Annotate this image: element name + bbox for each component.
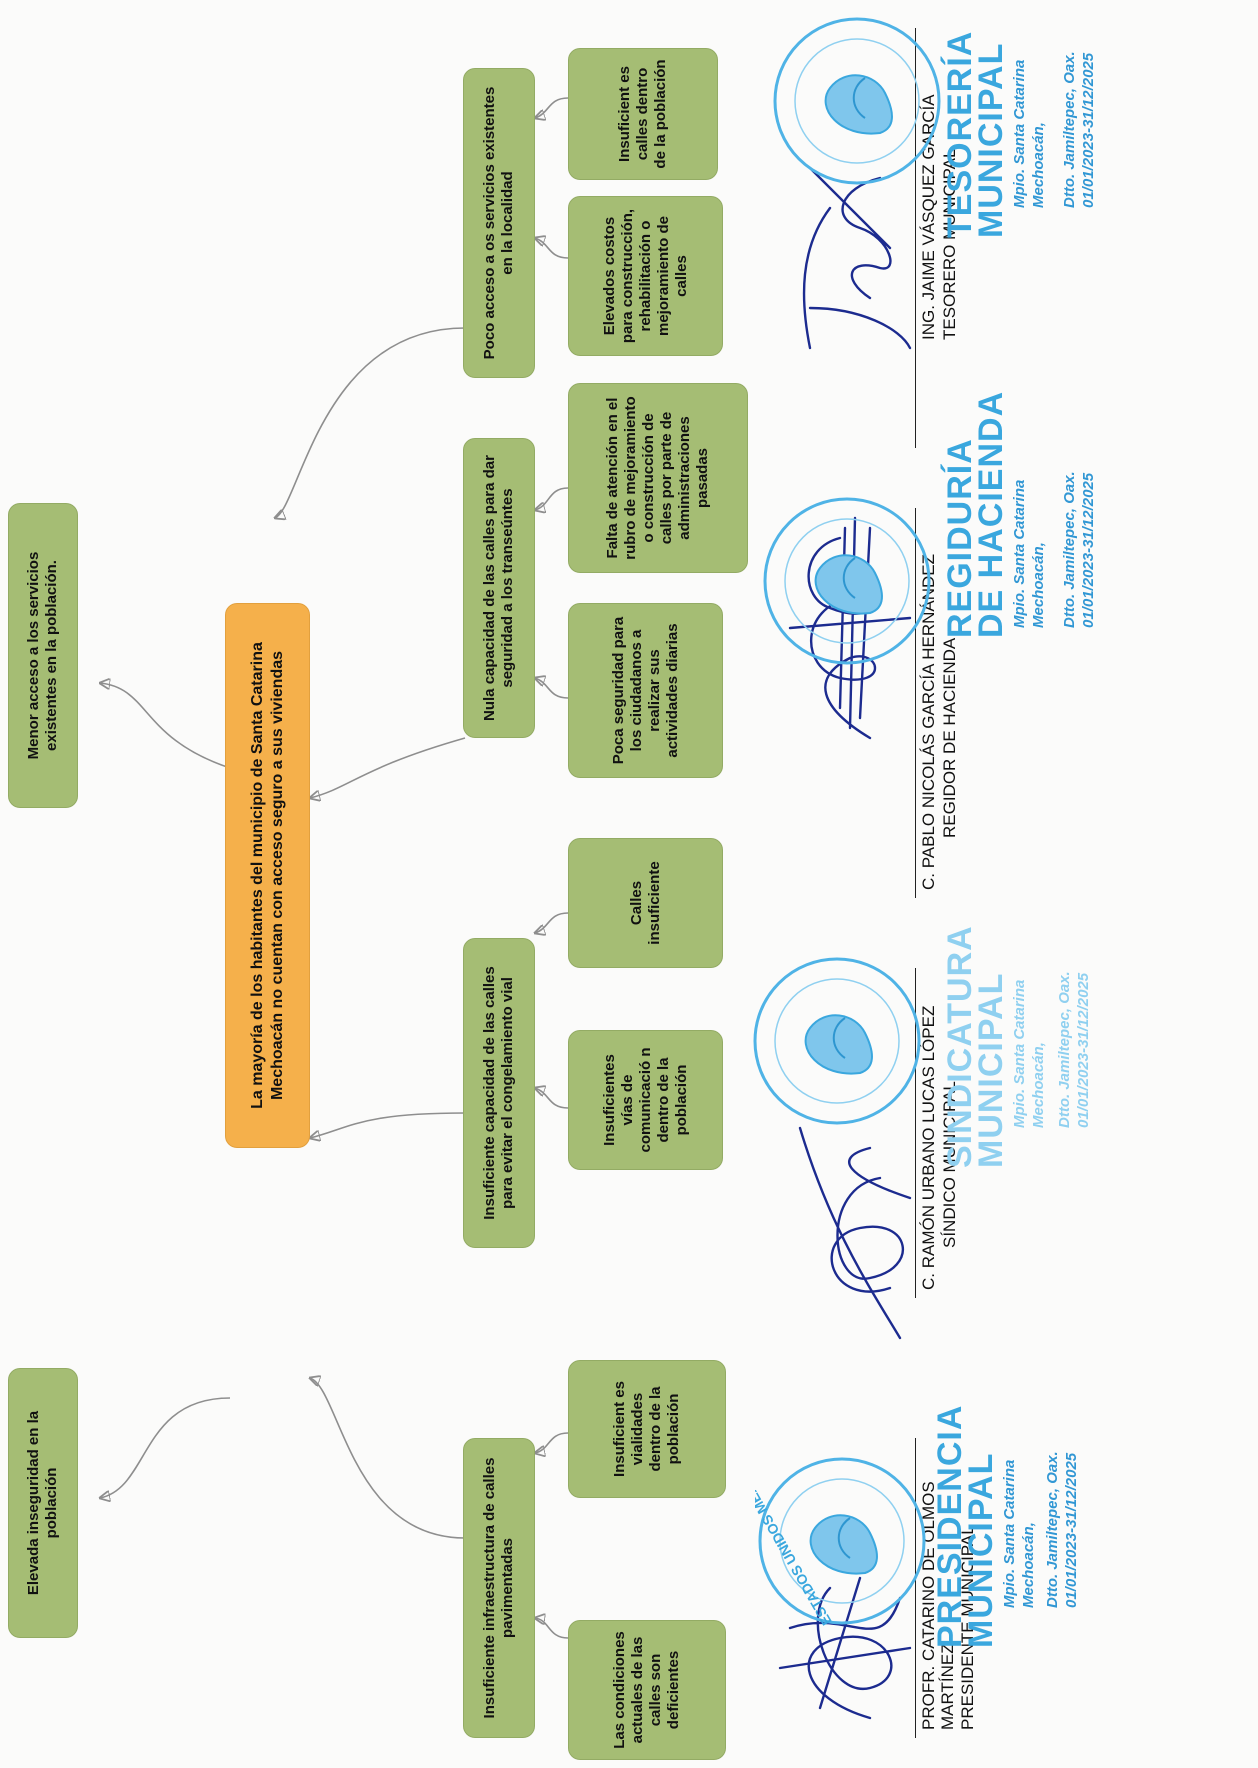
connector-sub3b	[535, 487, 569, 510]
handwritten-signature-sindico	[798, 1126, 912, 1340]
coat-of-arms-icon	[753, 957, 921, 1125]
subcause-box-1b: Insuficient es vialidades dentro de la p…	[568, 1360, 726, 1498]
cause-label-3: Nula capacidad de las calles para dar se…	[481, 455, 516, 721]
subcause-label-1a: Las condiciones actuales de las calles s…	[611, 1631, 682, 1749]
official-seal-presidencia: ESTADOS UNIDOS MEXICANOS	[714, 1435, 930, 1628]
official-seal-regiduria	[760, 493, 935, 668]
seal-municipality-tesoreria: Mpio. Santa Catarina Mechoacán,	[1011, 59, 1047, 208]
cause-label-2: Insuficiente capacidad de las calles par…	[481, 966, 516, 1220]
official-seal-sindicatura	[750, 953, 925, 1128]
handwritten-signature-tesorero	[802, 166, 912, 350]
core-problem-label: La mayoría de los habitantes del municip…	[248, 642, 286, 1109]
subcause-box-4a: Elevados costos para construcción, rehab…	[568, 196, 723, 356]
effect-label-1: Elevada inseguridad en la población	[25, 1410, 60, 1596]
subcause-label-2b: Calles insuficiente	[627, 861, 663, 945]
cause-box-3: Nula capacidad de las calles para dar se…	[463, 438, 535, 738]
subcause-label-2a: Insuficientes vías de comunicació n dent…	[600, 1047, 690, 1153]
coat-of-arms-icon	[773, 17, 941, 185]
cause-label-4: Poco acceso a os servicios existentes en…	[481, 86, 516, 360]
coat-of-arms-icon	[763, 497, 931, 665]
core-problem-box: La mayoría de los habitantes del municip…	[225, 603, 310, 1148]
seal-municipality-regiduria: Mpio. Santa Catarina Mechoacán,	[1011, 479, 1047, 628]
connector-sub4b	[535, 97, 569, 118]
connector-core-effect-1	[100, 1397, 231, 1498]
connector-core-effect-2	[100, 683, 231, 769]
seal-district-tesoreria: Dtto. Jamiltepec, Oax. 01/01/2023-31/12/…	[1061, 51, 1097, 208]
connector-sub2a	[535, 1088, 569, 1109]
cause-box-1: Insuficiente infraestructura de calles p…	[463, 1438, 535, 1738]
subcause-label-3a: Poca seguridad para los ciudadanos a rea…	[609, 616, 681, 765]
seal-office-presidencia: PRESIDENCIA MUNICIPAL	[931, 1404, 1000, 1648]
connector-sub4a	[535, 238, 569, 259]
subcause-box-4b: Insuficient es calles dentro de la pobla…	[568, 48, 718, 180]
effect-label-2: Menor acceso a los servicios existentes …	[25, 551, 60, 760]
seal-district-presidencia: Dtto. Jamiltepec, Oax. 01/01/2023-31/12/…	[1044, 1451, 1080, 1608]
subcause-label-1b: Insuficient es vialidades dentro de la p…	[611, 1381, 682, 1477]
subcause-box-3a: Poca seguridad para los ciudadanos a rea…	[568, 603, 723, 778]
subcause-label-4a: Elevados costos para construcción, rehab…	[600, 208, 690, 344]
connector-cause1-core	[310, 1378, 466, 1539]
effect-box-1: Elevada inseguridad en la población	[8, 1368, 78, 1638]
seal-district-sindicatura: Dtto. Jamiltepec, Oax. 01/01/2023-31/12/…	[1056, 971, 1092, 1128]
handwritten-signature-regidor	[788, 516, 912, 740]
connector-sub3a	[535, 678, 569, 699]
seal-municipality-sindicatura: Mpio. Santa Catarina Mechoacán,	[1011, 979, 1047, 1128]
connector-sub2b	[535, 912, 569, 933]
connector-cause2-core	[310, 1112, 466, 1138]
connector-sub1a	[535, 1618, 569, 1639]
seal-district-regiduria: Dtto. Jamiltepec, Oax. 01/01/2023-31/12/…	[1061, 471, 1097, 628]
coat-of-arms-icon: ESTADOS UNIDOS MEXICANOS	[714, 1435, 926, 1628]
seal-office-tesoreria: TESORERÍA MUNICIPAL	[941, 30, 1010, 238]
cause-label-1: Insuficiente infraestructura de calles p…	[481, 1457, 516, 1719]
subcause-label-3b: Falta de atención en el rubro de mejoram…	[604, 396, 711, 560]
connector-cause3-core	[310, 737, 466, 798]
cause-box-4: Poco acceso a os servicios existentes en…	[463, 68, 535, 378]
subcause-box-1a: Las condiciones actuales de las calles s…	[568, 1620, 726, 1760]
subcause-box-3b: Falta de atención en el rubro de mejoram…	[568, 383, 748, 573]
subcause-box-2b: Calles insuficiente	[568, 838, 723, 968]
seal-office-sindicatura: SINDICATURA MUNICIPAL	[941, 925, 1010, 1168]
official-seal-tesoreria	[770, 13, 945, 188]
subcause-box-2a: Insuficientes vías de comunicació n dent…	[568, 1030, 723, 1170]
seal-municipality-presidencia: Mpio. Santa Catarina Mechoacán,	[1001, 1459, 1037, 1608]
seal-office-regiduria: REGIDURÍA DE HACIENDA	[941, 390, 1010, 638]
connector-sub1b	[535, 1432, 569, 1453]
connector-cause4-core	[275, 327, 466, 518]
effect-box-2: Menor acceso a los servicios existentes …	[8, 503, 78, 808]
cause-box-2: Insuficiente capacidad de las calles par…	[463, 938, 535, 1248]
handwritten-signature-presidente	[778, 1576, 912, 1720]
subcause-label-4b: Insuficient es calles dentro de la pobla…	[616, 59, 669, 169]
